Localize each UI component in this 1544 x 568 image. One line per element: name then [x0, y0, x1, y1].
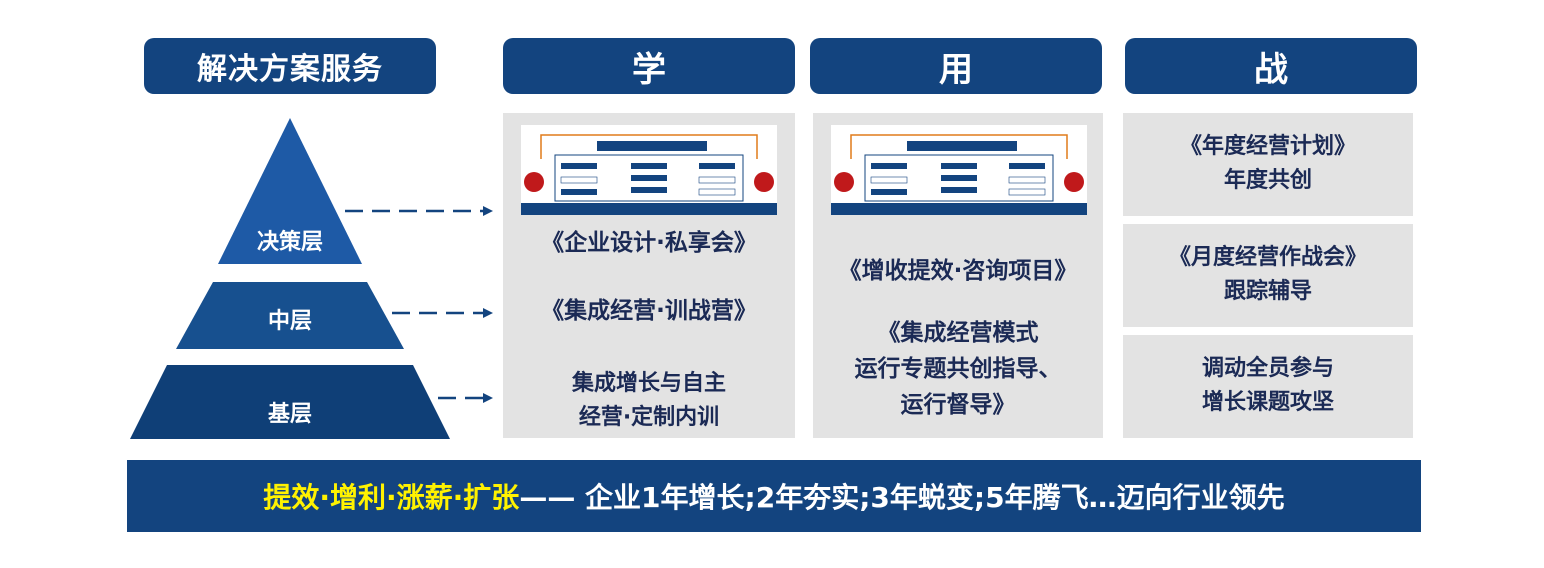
footer-slogan: —— 企业1年增长;2年夯实;3年蜕变;5年腾飞…迈向行业领先	[519, 481, 1285, 514]
arrow-decision	[345, 206, 493, 216]
course-custom-training: 集成增长与自主 经营·定制内训	[503, 367, 795, 435]
all-staff-line1: 调动全员参与	[1201, 356, 1334, 381]
panel-learn: 《企业设计·私享会》 《集成经营·训战营》 集成增长与自主 经营·定制内训	[503, 113, 795, 438]
header-battle: 战	[1125, 38, 1417, 94]
annual-plan-line1: 《年度经营计划》	[1179, 134, 1356, 159]
course-custom-training-line1: 集成增长与自主	[571, 371, 726, 396]
pyramid-label-middle: 中层	[267, 309, 312, 334]
annual-plan-line2: 年度共创	[1223, 168, 1312, 193]
panel-use: 《增收提效·咨询项目》 《集成经营模式 运行专题共创指导、 运行督导》	[813, 113, 1103, 438]
box-annual-plan: 《年度经营计划》 年度共创	[1123, 113, 1413, 216]
service-integrated-model-guidance: 《集成经营模式 运行专题共创指导、 运行督导》	[813, 315, 1103, 423]
box-all-staff: 调动全员参与 增长课题攻坚	[1123, 335, 1413, 438]
arrow-base	[438, 393, 493, 403]
monthly-meeting-text: 《月度经营作战会》 跟踪辅导	[1123, 241, 1413, 309]
monthly-meeting-line2: 跟踪辅导	[1223, 279, 1312, 304]
header-use: 用	[810, 38, 1102, 94]
header-solution-services: 解决方案服务	[144, 38, 436, 94]
box-monthly-meeting: 《月度经营作战会》 跟踪辅导	[1123, 224, 1413, 327]
pyramid-label-decision: 决策层	[256, 230, 323, 255]
monthly-meeting-line1: 《月度经营作战会》	[1168, 245, 1367, 270]
pyramid-label-base: 基层	[267, 402, 312, 427]
pyramid-bottom-tier	[130, 365, 450, 439]
pyramid-middle-tier	[176, 282, 404, 349]
service-revenue-efficiency-consulting: 《增收提效·咨询项目》	[838, 258, 1078, 284]
footer-banner: 提效·增利·涨薪·扩张 —— 企业1年增长;2年夯实;3年蜕变;5年腾飞…迈向行…	[127, 460, 1421, 532]
footer-highlight: 提效·增利·涨薪·扩张	[263, 481, 520, 514]
management-model-thumbnail	[831, 125, 1087, 215]
course-enterprise-design-salon: 《企业设计·私享会》	[541, 230, 757, 256]
course-custom-training-line2: 经营·定制内训	[578, 405, 720, 430]
header-learn: 学	[503, 38, 795, 94]
pyramid-diagram	[130, 118, 450, 439]
service-integrated-model-line3: 运行督导》	[900, 392, 1016, 418]
management-model-thumbnail	[521, 125, 777, 215]
service-integrated-model-line2: 运行专题共创指导、	[854, 356, 1062, 382]
arrow-middle	[392, 308, 493, 318]
annual-plan-text: 《年度经营计划》 年度共创	[1123, 130, 1413, 198]
service-integrated-model-line1: 《集成经营模式	[877, 320, 1039, 346]
course-integrated-management-camp: 《集成经营·训战营》	[541, 298, 757, 324]
all-staff-text: 调动全员参与 增长课题攻坚	[1123, 352, 1413, 420]
all-staff-line2: 增长课题攻坚	[1201, 390, 1334, 415]
pyramid-top-tier	[218, 118, 362, 264]
